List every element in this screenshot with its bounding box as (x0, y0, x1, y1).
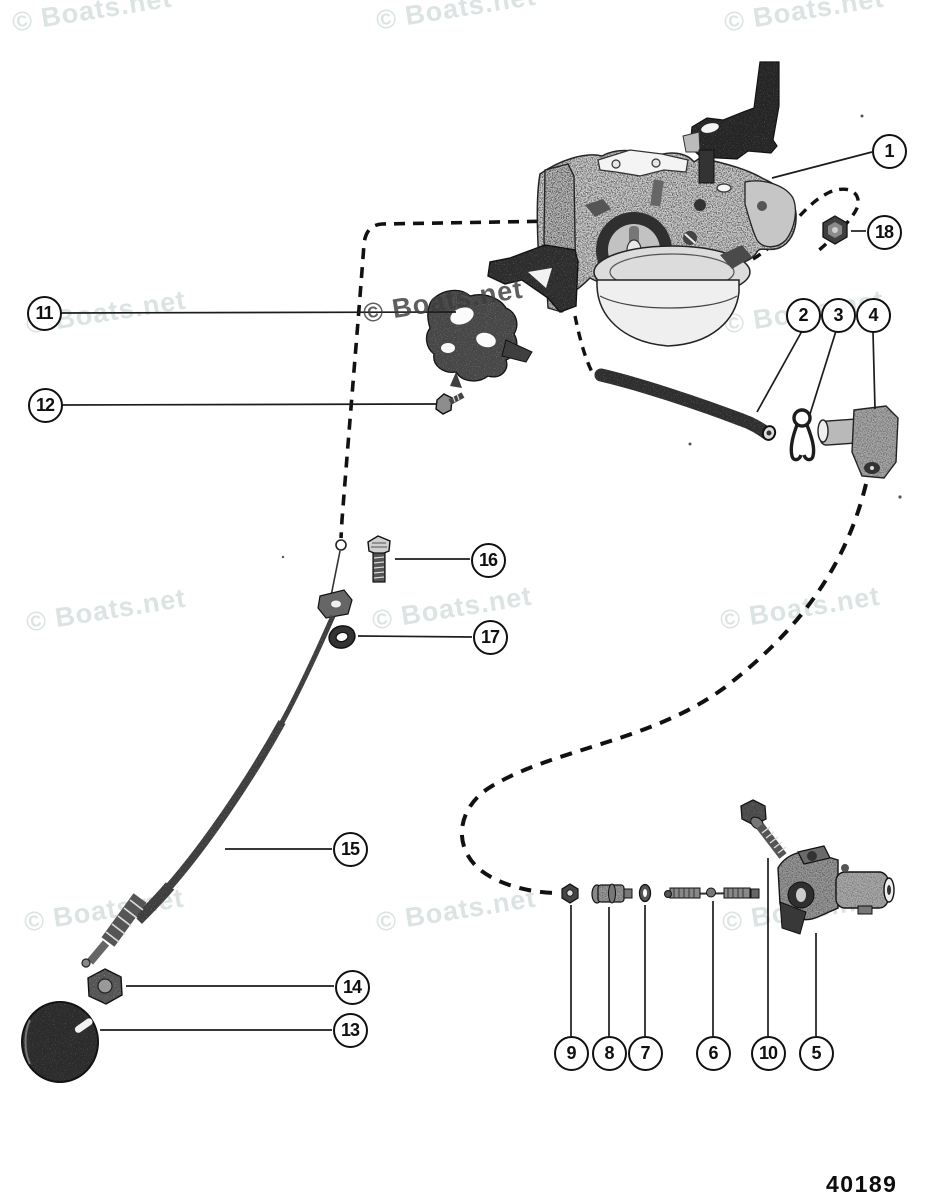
callout-number: 10 (758, 1043, 778, 1063)
callout-number: 12 (35, 395, 55, 415)
callout-number: 18 (874, 222, 894, 242)
callout-15[interactable]: 15 (332, 831, 368, 867)
callout-11[interactable]: 11 (26, 295, 62, 331)
dashed-line-cable-route (339, 219, 558, 539)
part-knob-13 (21, 1001, 99, 1083)
callout-number: 6 (708, 1043, 718, 1063)
part-carburetor (487, 61, 797, 347)
part-adjuster-8 (591, 883, 633, 904)
callout-number: 13 (340, 1020, 360, 1040)
part-link-rod-6 (664, 887, 760, 899)
callout-2[interactable]: 2 (785, 297, 821, 333)
callout-leader-lines (60, 151, 876, 1036)
dashed-line-fuel-route (460, 483, 868, 895)
part-fuel-connector-5 (777, 845, 895, 935)
callout-4[interactable]: 4 (855, 297, 891, 333)
callout-12[interactable]: 12 (27, 387, 63, 423)
callout-13[interactable]: 13 (332, 1012, 368, 1048)
callout-8[interactable]: 8 (591, 1035, 627, 1071)
callout-number: 9 (566, 1043, 576, 1063)
callout-16[interactable]: 16 (470, 542, 506, 578)
callout-14[interactable]: 14 (334, 969, 370, 1005)
part-throttle-cable (81, 539, 353, 968)
callout-10[interactable]: 10 (750, 1035, 786, 1071)
callout-number: 8 (604, 1043, 614, 1063)
callout-18[interactable]: 18 (866, 214, 902, 250)
part-choke-bracket (425, 289, 533, 388)
callout-number: 14 (342, 977, 362, 997)
callout-number: 15 (340, 839, 360, 859)
callout-3[interactable]: 3 (820, 297, 856, 333)
callout-number: 1 (884, 141, 894, 161)
callout-5[interactable]: 5 (798, 1035, 834, 1071)
mount-opening (528, 268, 552, 288)
part-bolt-16 (367, 535, 391, 583)
part-bracket-screw (435, 392, 465, 415)
callout-number: 17 (480, 627, 500, 647)
part-grommet-17 (328, 625, 356, 649)
callout-number: 2 (798, 305, 808, 325)
part-hose-clamp (789, 408, 816, 462)
callout-1[interactable]: 1 (871, 133, 907, 169)
callout-number: 4 (868, 305, 878, 325)
callout-6[interactable]: 6 (695, 1035, 731, 1071)
callout-17[interactable]: 17 (472, 619, 508, 655)
part-nut-9 (561, 883, 579, 904)
callout-7[interactable]: 7 (627, 1035, 663, 1071)
dashed-line-hose-route (573, 315, 594, 373)
part-washer-7 (638, 883, 652, 903)
part-nut-18 (822, 215, 848, 245)
float-bowl (593, 245, 751, 347)
part-nut-14 (87, 968, 123, 1005)
throttle-linkage-plate (597, 149, 689, 177)
callout-number: 5 (811, 1043, 821, 1063)
part-elbow-fitting (817, 405, 899, 479)
print-specks (281, 114, 902, 559)
part-fuel-hose (594, 368, 777, 441)
callout-number: 11 (35, 303, 53, 323)
callout-number: 3 (833, 305, 843, 325)
callout-number: 16 (478, 550, 498, 570)
callout-9[interactable]: 9 (553, 1035, 589, 1071)
part-bolt-10 (740, 799, 787, 859)
carb-right-boss (744, 180, 797, 248)
callout-number: 7 (640, 1043, 650, 1063)
drawing-number: 40189 (826, 1171, 898, 1197)
carb-surface-details (585, 179, 767, 269)
